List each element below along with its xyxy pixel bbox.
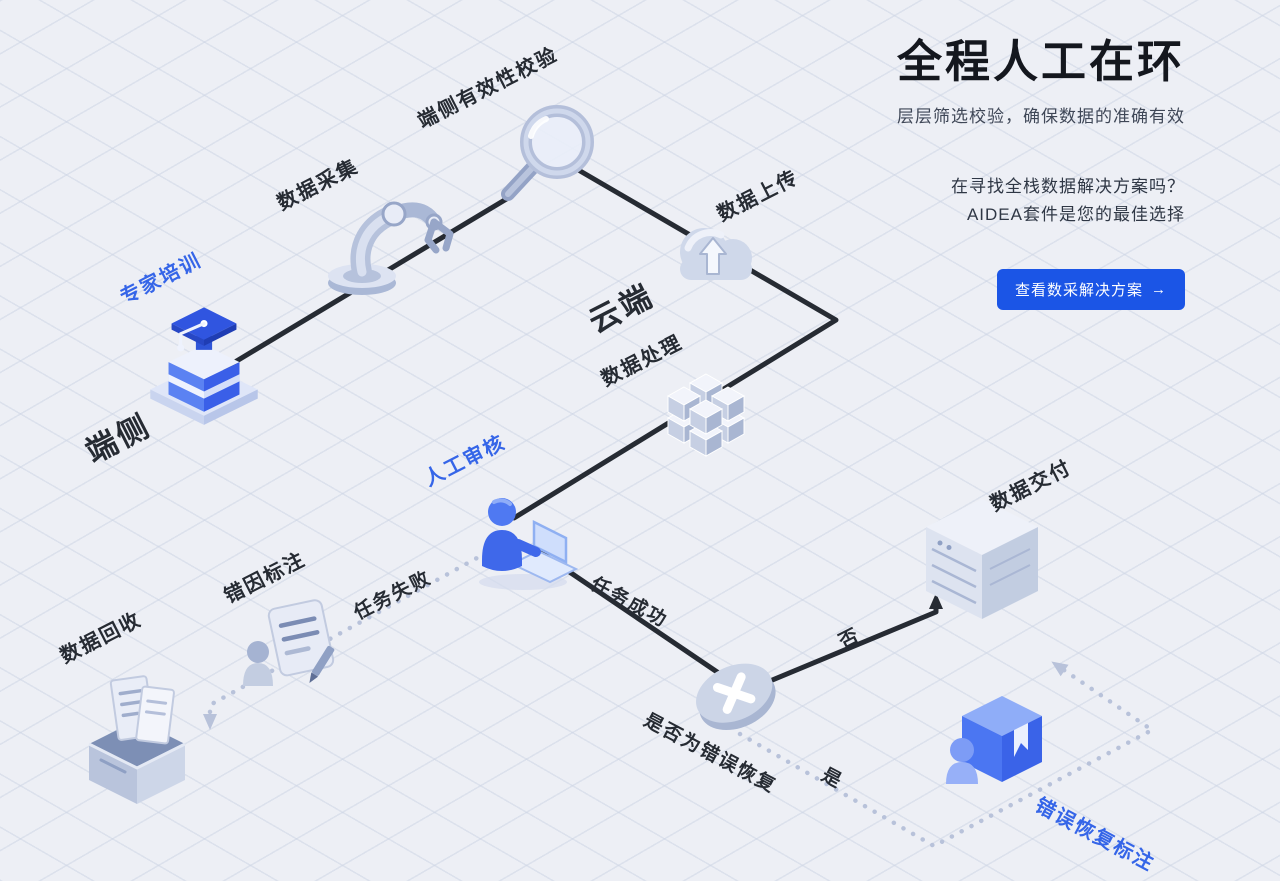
cube-cluster-icon [650,366,762,471]
recycle-box-icon [75,672,200,807]
person-document-icon [238,596,343,696]
robot-arm-icon [310,168,470,298]
dotted-line-yes-recovery-loop [737,661,1155,849]
header: 全程人工在环 层层筛选校验，确保数据的准确有效 在寻找全栈数据解决方案吗？ AI… [897,36,1185,310]
flow-line-no-to-delivery [755,593,943,689]
person-laptop-icon [468,486,588,591]
server-stack-icon [920,493,1045,633]
flow-line-task-success [537,549,729,681]
page-title: 全程人工在环 [896,36,1185,87]
cta-label: 查看数采解决方案 [1014,281,1143,299]
promo-line-2: AIDEA套件是您的最佳选择 [966,204,1185,224]
magnifier-icon [490,98,605,208]
decision-x-icon [690,643,780,743]
flow-line-validation-to-review [511,165,839,521]
graduation-cap-icon [138,283,270,430]
cloud-upload-icon [666,210,766,302]
book-person-icon [940,690,1058,795]
page-subtitle: 层层筛选校验，确保数据的准确有效 [897,106,1185,126]
promo-text: 在寻找全栈数据解决方案吗？ AIDEA套件是您的最佳选择 [897,173,1185,229]
cta-button[interactable]: 查看数采解决方案 → [996,268,1185,310]
promo-line-1: 在寻找全栈数据解决方案吗？ [951,176,1185,196]
arrow-right-icon: → [1151,280,1167,298]
